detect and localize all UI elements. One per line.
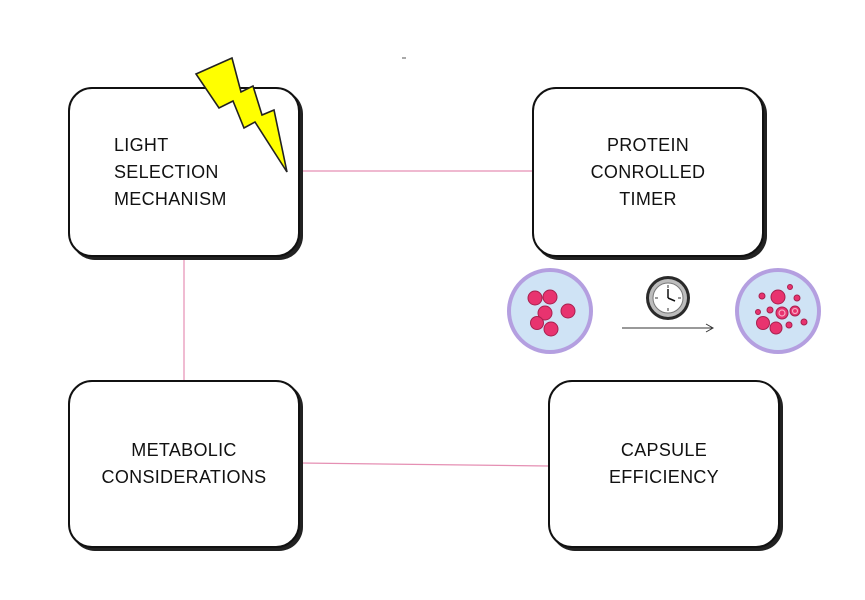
metabolic-line-1: METABOLIC [131, 440, 237, 460]
light-selection-line-2: SELECTION [114, 161, 219, 182]
protein-timer-box: PROTEIN CONROLLED TIMER [532, 87, 764, 257]
clock-icon [646, 276, 690, 320]
protein-timer-line-1: PROTEIN [606, 134, 690, 155]
connector-bottom [299, 462, 549, 467]
capsule-line-1: CAPSULE [620, 440, 708, 460]
capsule-line-2: EFFICIENCY [608, 467, 719, 487]
light-selection-line-3: MECHANISM [114, 188, 227, 209]
cell-before-icon [507, 268, 593, 354]
protein-timer-line-3: TIMER [619, 188, 677, 209]
light-selection-line-1: LIGHT [114, 134, 169, 155]
cell-after-icon [735, 268, 821, 354]
protein-timer-line-2: CONROLLED [590, 161, 706, 182]
metabolic-considerations-box: METABOLIC CONSIDERATIONS [68, 380, 300, 548]
metabolic-line-2: CONSIDERATIONS [101, 467, 267, 487]
arrow-right-icon [622, 323, 715, 333]
capsule-efficiency-box: CAPSULE EFFICIENCY [548, 380, 780, 548]
